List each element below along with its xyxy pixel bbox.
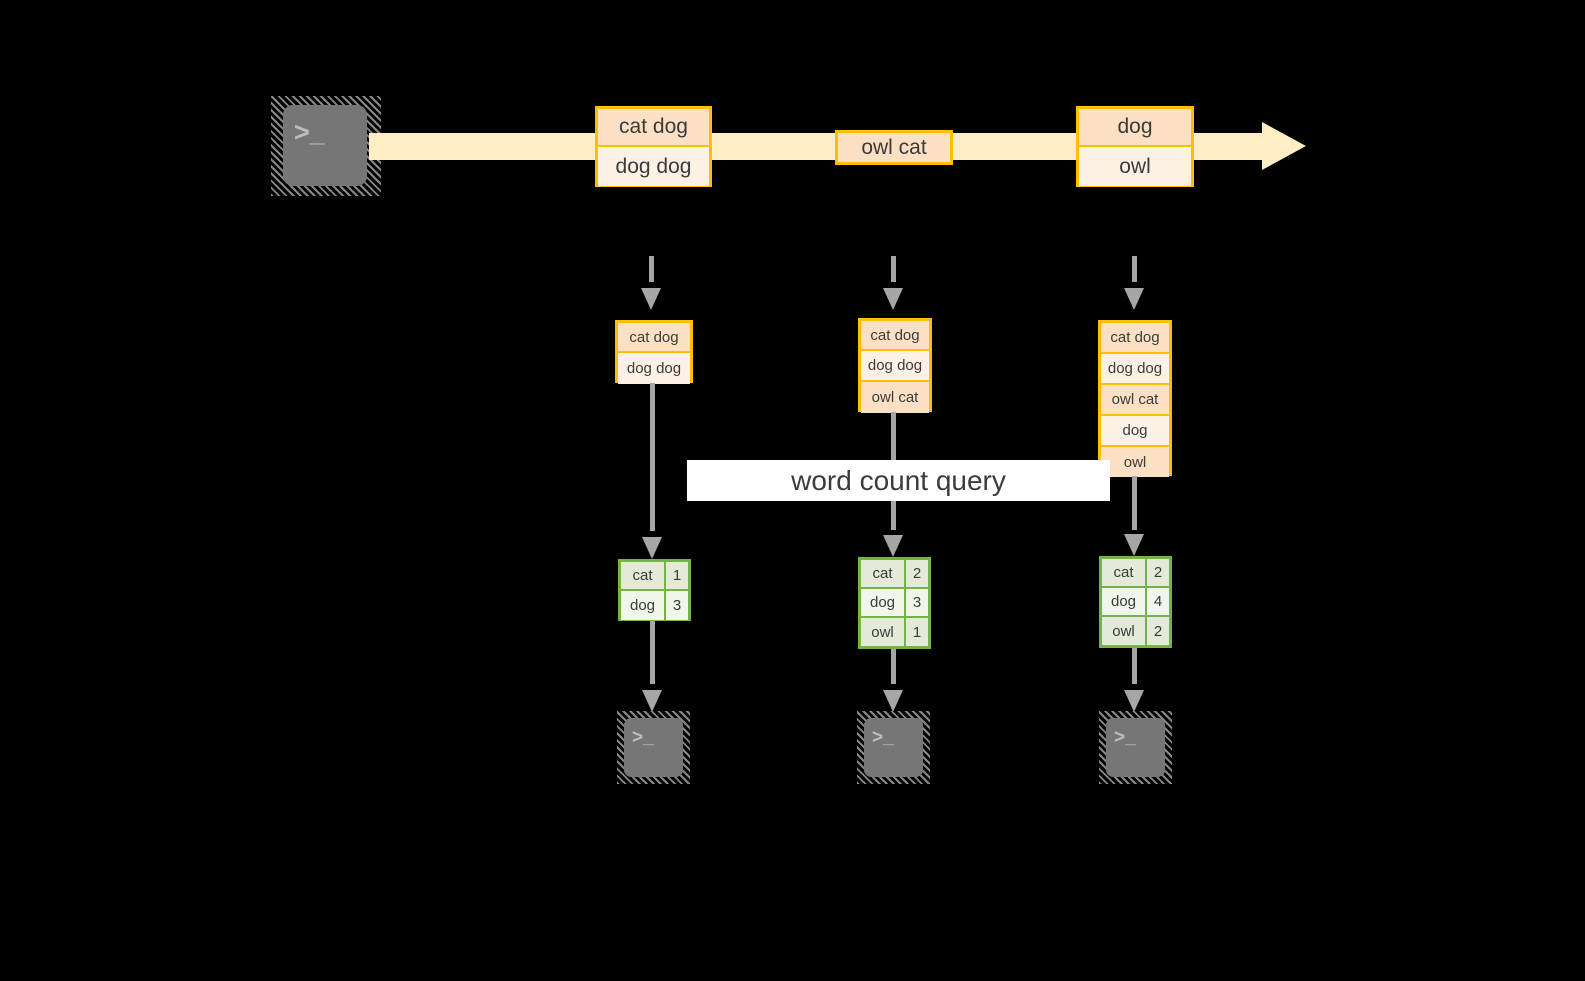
accumulator-column-3: cat dog dog dog owl cat dog owl <box>1098 320 1172 477</box>
terminal-prompt-glyph: >_ <box>1114 727 1136 748</box>
accumulated-event: dog <box>1101 416 1169 447</box>
accumulated-event: owl <box>1101 447 1169 477</box>
dashed-arrow-head-icon <box>641 288 661 310</box>
query-label: word count query <box>687 460 1110 501</box>
result-count: 1 <box>906 618 928 646</box>
terminal-prompt-glyph: >_ <box>294 117 325 147</box>
result-word: dog <box>1102 588 1147 615</box>
source-terminal-icon: >_ <box>271 96 381 196</box>
result-count: 3 <box>906 589 928 616</box>
query-connector-column-3 <box>1132 476 1137 530</box>
result-count: 2 <box>906 560 928 587</box>
accumulated-event: owl cat <box>861 382 929 413</box>
sink-connector-column-3 <box>1132 648 1137 684</box>
sink-terminal-column-1: >_ <box>617 711 690 784</box>
stream-event: dog dog <box>598 147 709 186</box>
dashed-arrow-head-icon <box>1124 288 1144 310</box>
table-row: dog 3 <box>621 591 688 620</box>
result-count: 1 <box>666 562 688 589</box>
result-count: 4 <box>1147 588 1169 615</box>
result-table-column-1: cat 1 dog 3 <box>618 559 691 621</box>
stream-event: owl cat <box>838 133 950 162</box>
dashed-arrow-head-icon <box>883 288 903 310</box>
table-row: cat 2 <box>861 560 928 589</box>
terminal-body: >_ <box>624 718 683 777</box>
stream-event: dog <box>1079 109 1191 147</box>
accumulated-event: dog dog <box>1101 354 1169 385</box>
result-word: dog <box>861 589 906 616</box>
dashed-arrow-down-icon <box>649 256 654 282</box>
result-word: cat <box>621 562 666 589</box>
accumulator-column-2: cat dog dog dog owl cat <box>858 318 932 413</box>
accumulated-event: cat dog <box>861 321 929 351</box>
stream-group-1: cat dog dog dog <box>595 106 712 187</box>
arrow-down-icon <box>883 535 903 557</box>
stream-group-3: dog owl <box>1076 106 1194 187</box>
table-row: cat 1 <box>621 562 688 591</box>
result-word: cat <box>861 560 906 587</box>
result-word: dog <box>621 591 666 620</box>
stream-event: owl <box>1079 147 1191 186</box>
accumulated-event: dog dog <box>861 351 929 382</box>
sink-connector-column-1 <box>650 621 655 684</box>
accumulated-event: dog dog <box>618 353 690 384</box>
stream-event: cat dog <box>598 109 709 147</box>
result-table-column-2: cat 2 dog 3 owl 1 <box>858 557 931 649</box>
terminal-prompt-glyph: >_ <box>632 727 654 748</box>
result-word: owl <box>1102 617 1147 645</box>
dashed-arrow-down-icon <box>891 256 896 282</box>
accumulated-event: cat dog <box>1101 323 1169 354</box>
result-count: 2 <box>1147 617 1169 645</box>
table-row: cat 2 <box>1102 559 1169 588</box>
result-table-column-3: cat 2 dog 4 owl 2 <box>1099 556 1172 648</box>
result-word: owl <box>861 618 906 646</box>
accumulator-column-1: cat dog dog dog <box>615 320 693 384</box>
terminal-body: >_ <box>1106 718 1165 777</box>
arrow-down-icon <box>1124 690 1144 712</box>
result-count: 2 <box>1147 559 1169 586</box>
result-count: 3 <box>666 591 688 620</box>
sink-terminal-column-3: >_ <box>1099 711 1172 784</box>
query-connector-column-1 <box>650 383 655 531</box>
stream-group-2: owl cat <box>835 130 953 165</box>
table-row: owl 1 <box>861 618 928 646</box>
stream-arrow-icon <box>1262 122 1306 170</box>
table-row: dog 3 <box>861 589 928 618</box>
dashed-arrow-down-icon <box>1132 256 1137 282</box>
table-row: owl 2 <box>1102 617 1169 645</box>
arrow-down-icon <box>883 690 903 712</box>
arrow-down-icon <box>1124 534 1144 556</box>
sink-terminal-column-2: >_ <box>857 711 930 784</box>
arrow-down-icon <box>642 537 662 559</box>
arrow-down-icon <box>642 690 662 712</box>
accumulated-event: owl cat <box>1101 385 1169 416</box>
terminal-body: >_ <box>283 105 367 186</box>
result-word: cat <box>1102 559 1147 586</box>
table-row: dog 4 <box>1102 588 1169 617</box>
sink-connector-column-2 <box>891 649 896 684</box>
terminal-body: >_ <box>864 718 923 777</box>
terminal-prompt-glyph: >_ <box>872 727 894 748</box>
accumulated-event: cat dog <box>618 323 690 353</box>
